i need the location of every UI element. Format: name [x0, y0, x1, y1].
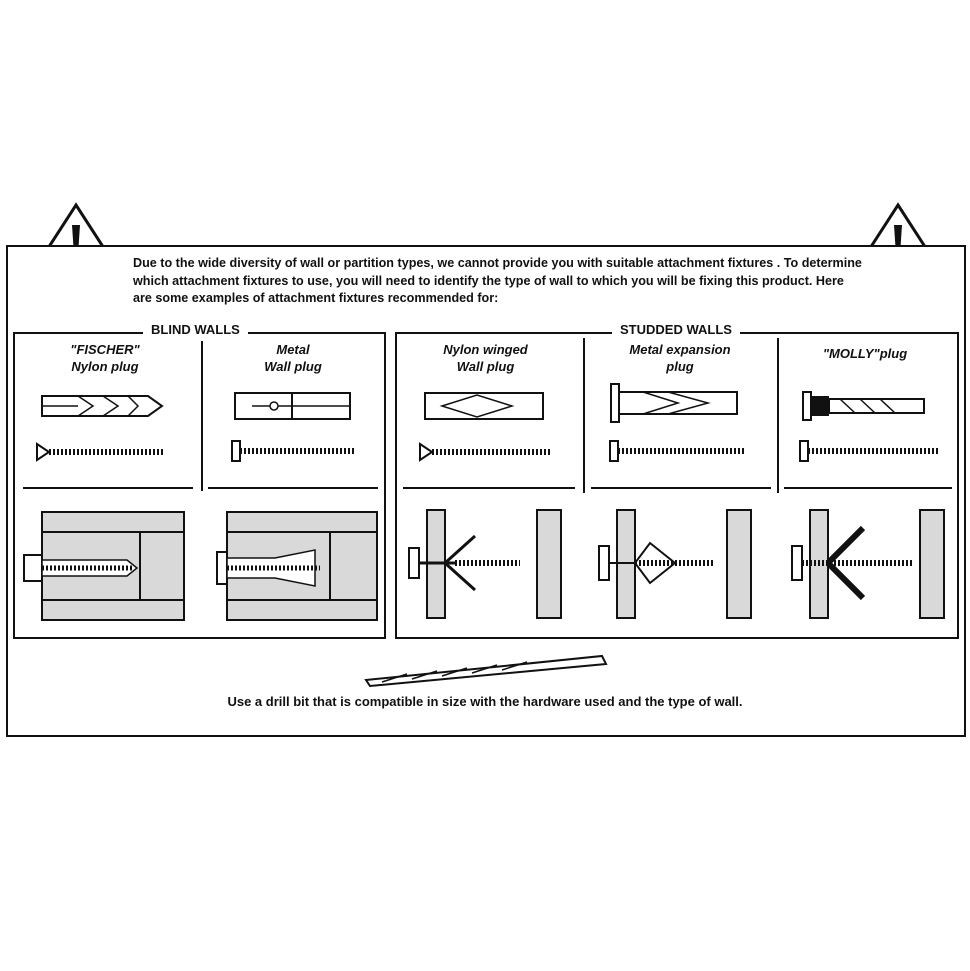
- fischer-plug-icon: [41, 395, 164, 417]
- nylon-winged-plug-icon: [424, 392, 544, 420]
- fischer-screw-icon: [36, 442, 165, 462]
- fixture-label-metal-expansion: Metal expansion plug: [629, 342, 731, 374]
- metal-wall-screw-icon: [231, 440, 354, 462]
- fixture-label-fischer: "FISCHER" Nylon plug: [70, 342, 140, 374]
- nylon-winged-wall-section-icon: [408, 509, 562, 619]
- studded-walls-hline-3: [784, 487, 952, 489]
- studded-walls-divider-2: [777, 338, 779, 493]
- fischer-wall-section-icon: [23, 511, 185, 621]
- footer-text: Use a drill bit that is compatible in si…: [227, 694, 743, 709]
- studded-walls-hline-1: [403, 487, 575, 489]
- blind-walls-divider: [201, 341, 203, 491]
- fixture-label-metal-wall: Metal Wall plug: [264, 342, 322, 374]
- molly-screw-icon: [799, 440, 939, 462]
- molly-wall-section-icon: [791, 509, 945, 619]
- blind-walls-hline-right: [208, 487, 378, 489]
- main-frame: [6, 245, 966, 737]
- studded-walls-divider-1: [583, 338, 585, 493]
- intro-text: Due to the wide diversity of wall or par…: [133, 256, 862, 305]
- metal-expansion-plug-icon: [610, 383, 738, 423]
- fixture-label-nylon-winged: Nylon winged Wall plug: [443, 342, 528, 374]
- molly-plug-icon: [802, 391, 925, 421]
- metal-expansion-wall-section-icon: [598, 509, 752, 619]
- metal-wall-plug-icon: [234, 392, 351, 420]
- studded-walls-hline-2: [591, 487, 771, 489]
- fixture-label-molly: "MOLLY"plug: [822, 346, 908, 361]
- nylon-winged-screw-icon: [419, 442, 550, 462]
- drill-bit-icon: [364, 654, 608, 688]
- metal-wall-section-icon: [216, 511, 378, 621]
- blind-walls-hline-left: [23, 487, 193, 489]
- studded-walls-title: STUDDED WALLS: [612, 322, 740, 337]
- metal-expansion-screw-icon: [609, 440, 744, 462]
- blind-walls-title: BLIND WALLS: [143, 322, 248, 337]
